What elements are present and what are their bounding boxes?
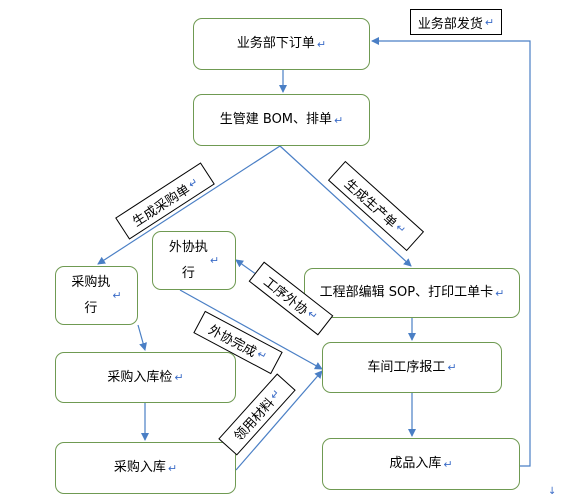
arrow-bom-to-purchase bbox=[97, 145, 281, 265]
node-workshop-report: 车间工序报工↵ bbox=[322, 342, 502, 393]
return-mark-icon: ↵ bbox=[112, 289, 122, 302]
node-bom: 生管建 BOM、排单↵ bbox=[193, 94, 370, 146]
arrow-outsource-to-workshop bbox=[179, 289, 323, 370]
return-mark-icon: ↵ bbox=[447, 361, 457, 374]
paragraph-end-icon: ↓ bbox=[548, 486, 557, 497]
node-engineering: 工程部编辑 SOP、打印工单卡↵ bbox=[304, 268, 520, 318]
label-shipping: 业务部发货↵ bbox=[410, 9, 502, 35]
node-order: 业务部下订单↵ bbox=[193, 18, 370, 70]
return-mark-icon: ↵ bbox=[174, 371, 184, 384]
node-outsource-exec: 外协执 行↵ bbox=[152, 231, 236, 290]
label-shipping-text: 业务部发货 bbox=[417, 16, 483, 32]
return-mark-icon: ↵ bbox=[484, 15, 495, 29]
arrow-bom-to-engineering bbox=[279, 145, 412, 267]
return-mark-icon: ↵ bbox=[316, 37, 327, 51]
node-workshop-report-label: 车间工序报工 bbox=[367, 359, 446, 375]
node-bom-label: 生管建 BOM、排单 bbox=[219, 112, 333, 127]
arrow-purchase-to-check bbox=[137, 324, 147, 351]
node-order-label: 业务部下订单 bbox=[236, 36, 315, 51]
return-mark-icon: ↵ bbox=[209, 254, 220, 267]
return-mark-icon: ↵ bbox=[167, 461, 178, 475]
node-product-stock-label: 成品入库 bbox=[389, 456, 442, 471]
node-purchase-exec-label: 采购执 行 bbox=[71, 274, 111, 316]
node-product-stock: 成品入库↵ bbox=[322, 438, 520, 490]
node-purchase-stock: 采购入库↵ bbox=[55, 442, 236, 494]
arrow-product-to-order-shipping bbox=[371, 37, 531, 467]
node-incoming-check-label: 采购入库检 bbox=[107, 369, 173, 385]
node-purchase-exec: 采购执 行↵ bbox=[55, 266, 138, 325]
node-incoming-check: 采购入库检↵ bbox=[55, 352, 236, 403]
node-purchase-stock-label: 采购入库 bbox=[113, 460, 166, 475]
node-engineering-label: 工程部编辑 SOP、打印工单卡 bbox=[319, 285, 494, 300]
return-mark-icon: ↵ bbox=[334, 113, 344, 127]
node-outsource-exec-label: 外协执 行 bbox=[168, 239, 208, 281]
arrow-material-to-workshop bbox=[235, 370, 323, 471]
return-mark-icon: ↵ bbox=[495, 286, 505, 300]
return-mark-icon: ↵ bbox=[443, 457, 453, 471]
